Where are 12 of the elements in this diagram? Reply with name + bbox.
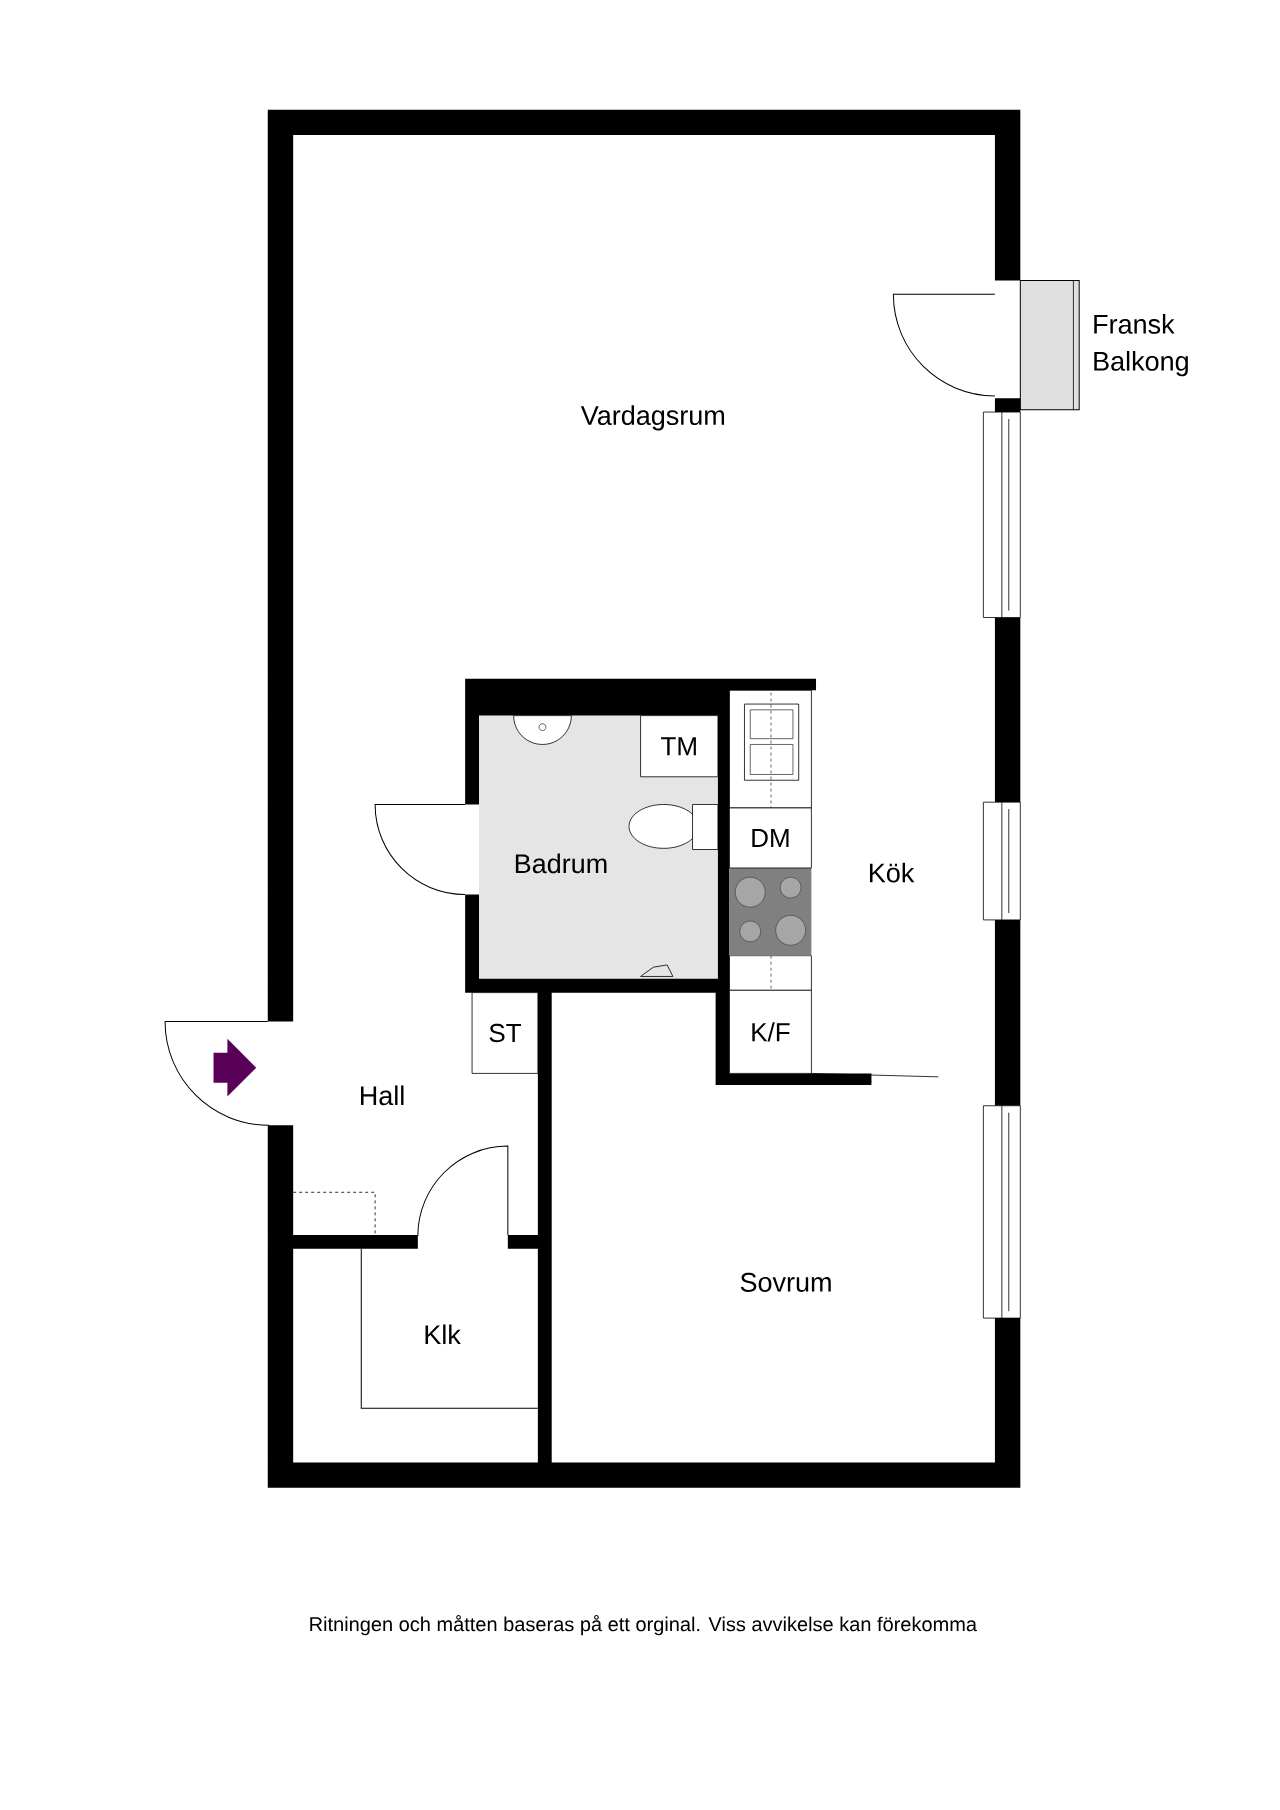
room-label: Fransk Balkong (1094, 314, 1188, 377)
appliance-box: ST (471, 992, 539, 1074)
room-label: Vardagsrum (580, 405, 724, 431)
appliance-box: K/F (729, 989, 812, 1074)
caption: Ritningen och måtten baseras på ett orginal. Viss avvikelse kan förekomma (310, 1615, 978, 1636)
room-label: Badrum (515, 853, 607, 874)
room-label: Kök (870, 862, 915, 883)
appliance-box: DM (729, 807, 812, 869)
room-label: Sovrum (740, 1272, 831, 1292)
room-label: Hall (361, 1085, 404, 1106)
room-label: Klk (425, 1324, 461, 1345)
appliance-box: TM (640, 715, 719, 778)
